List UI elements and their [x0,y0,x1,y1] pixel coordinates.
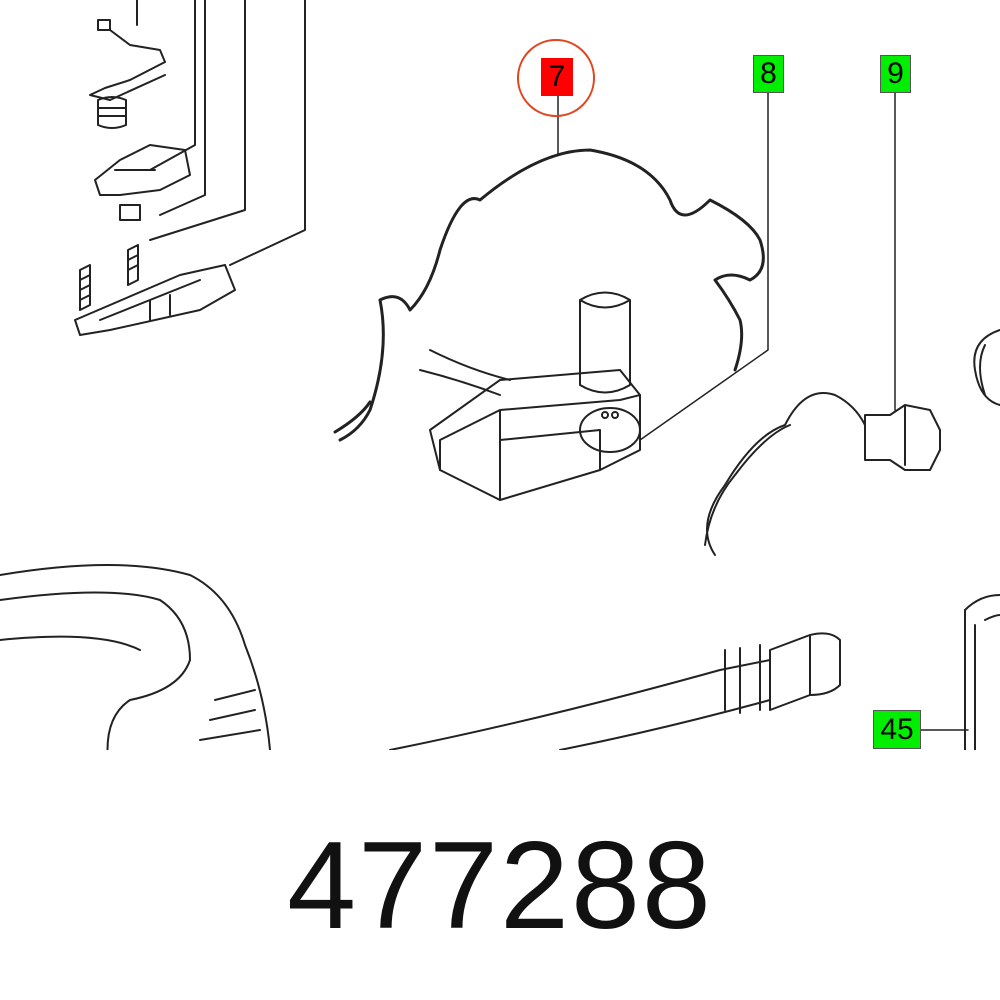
callout-7[interactable]: 7 [541,58,573,96]
tube-part-45 [964,594,1000,750]
callout-8[interactable]: 8 [753,55,784,93]
electronics-module [419,291,641,501]
switch-assembly-parts [74,0,306,336]
blower-nozzle [389,632,841,750]
highlight-ring [517,39,595,117]
blower-housing [0,564,271,750]
leader-lines [557,91,969,731]
wire-with-connector [704,392,941,556]
exploded-parts-drawing [0,0,1000,750]
part-number: 477288 [287,817,713,955]
callout-9[interactable]: 9 [880,55,911,93]
wire-7 [333,148,765,442]
callout-45[interactable]: 45 [873,710,921,749]
housing-part-right [973,329,1000,406]
